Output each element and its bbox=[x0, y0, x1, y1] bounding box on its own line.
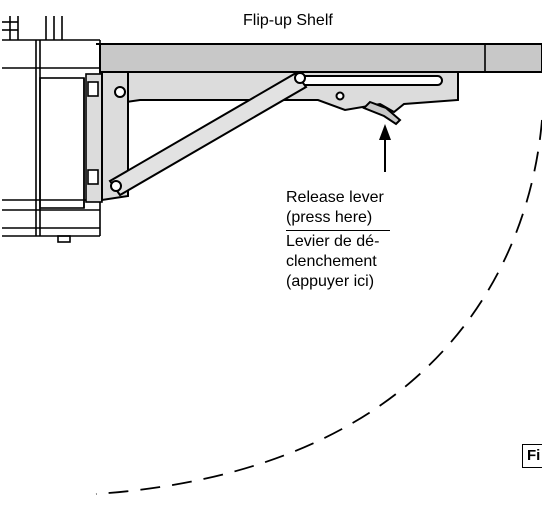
release-lever-label-en: Release lever bbox=[286, 189, 384, 206]
release-lever-callout: Release lever (press here) Levier de dé-… bbox=[286, 188, 390, 292]
callout-arrow bbox=[379, 124, 391, 172]
figure-tag: Fi bbox=[522, 444, 542, 468]
release-lever-hint-en: (press here) bbox=[286, 208, 390, 231]
release-lever-label-fr-1: Levier de dé- bbox=[286, 233, 380, 250]
diagonal-strut bbox=[108, 71, 345, 197]
wall-bracket-plate bbox=[85, 73, 103, 203]
shelf-board bbox=[96, 43, 542, 73]
release-lever-label-fr-2: clenchement bbox=[286, 253, 377, 270]
shelf-title: Flip-up Shelf bbox=[243, 12, 333, 29]
swing-arc bbox=[95, 119, 542, 495]
release-lever-hint-fr: (appuyer ici) bbox=[286, 273, 375, 290]
